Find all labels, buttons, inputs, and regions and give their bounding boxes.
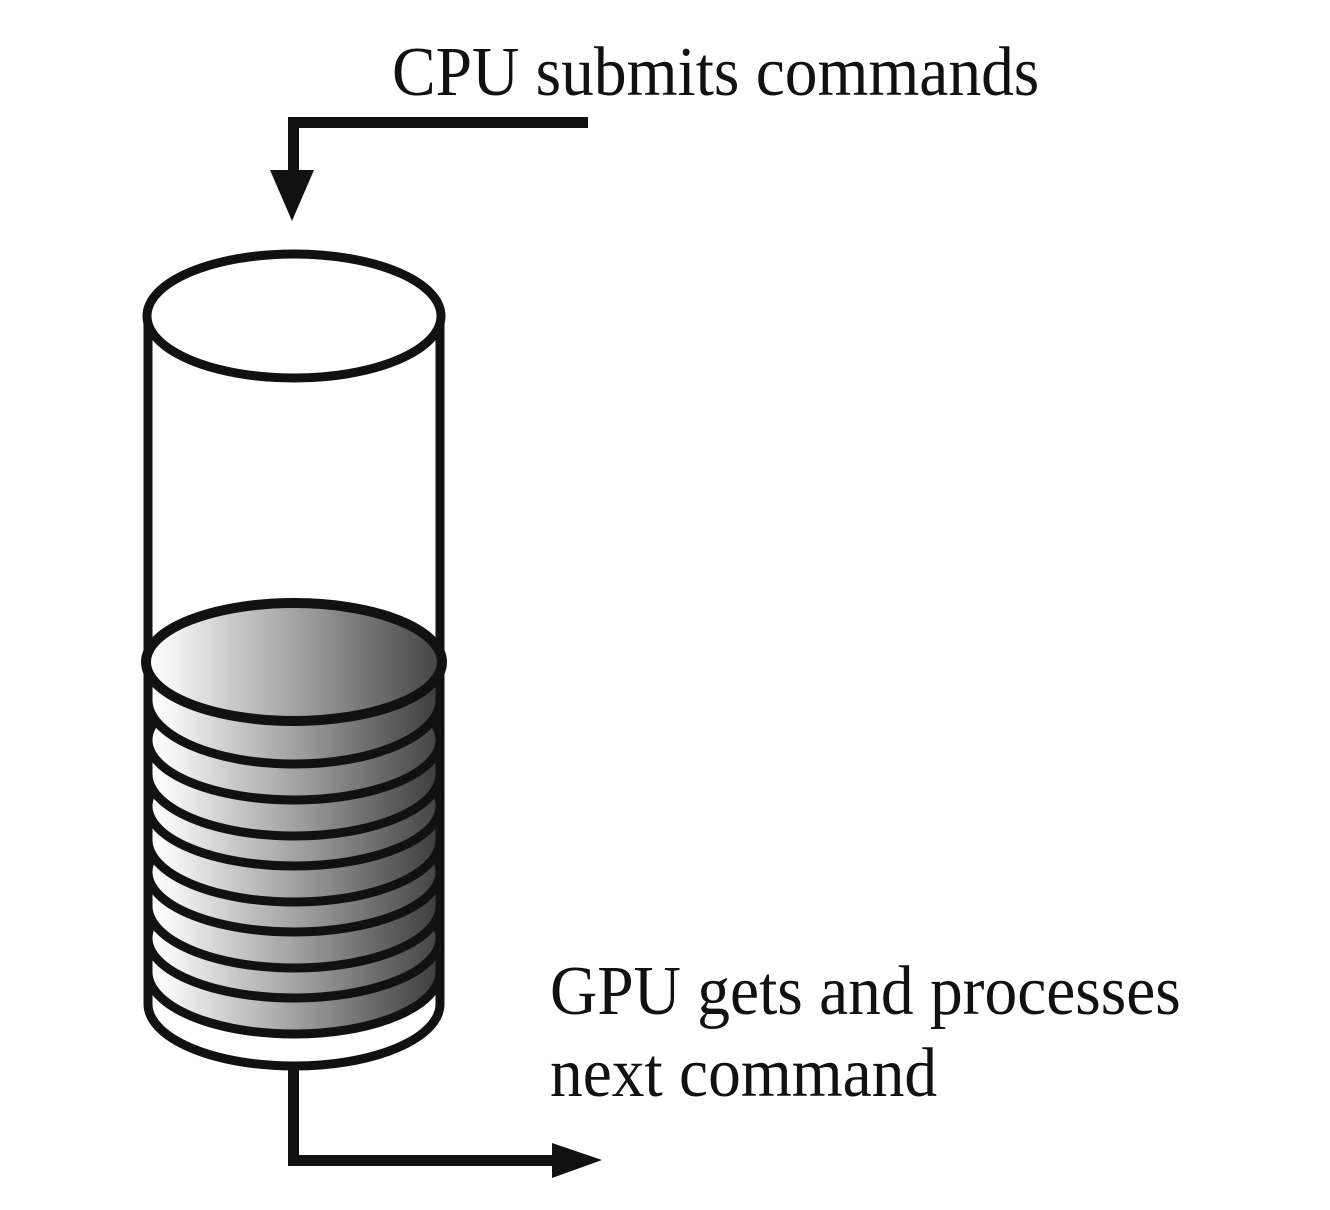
queued-command-disc-stack <box>141 598 447 1039</box>
cpu-arrow-horizontal-segment <box>288 117 588 128</box>
disc-1-top <box>141 598 447 726</box>
cpu-submits-commands-label: CPU submits commands <box>392 34 1040 111</box>
cpu-arrow-head-down-icon <box>270 170 314 221</box>
gpu-fetch-arrow <box>288 1062 602 1178</box>
cpu-arrow-vertical-segment <box>288 117 299 175</box>
gpu-arrow-vertical-segment <box>288 1062 299 1166</box>
gpu-arrow-horizontal-segment <box>288 1155 560 1166</box>
gpu-label-line-1: GPU gets and processes <box>550 953 1181 1030</box>
cylinder-top-rim <box>142 249 446 383</box>
gpu-label-line-2: next command <box>550 1034 938 1112</box>
queued-command-disc <box>141 598 447 769</box>
gpu-arrow-head-right-icon <box>552 1143 602 1178</box>
cpu-submit-arrow <box>270 117 588 221</box>
